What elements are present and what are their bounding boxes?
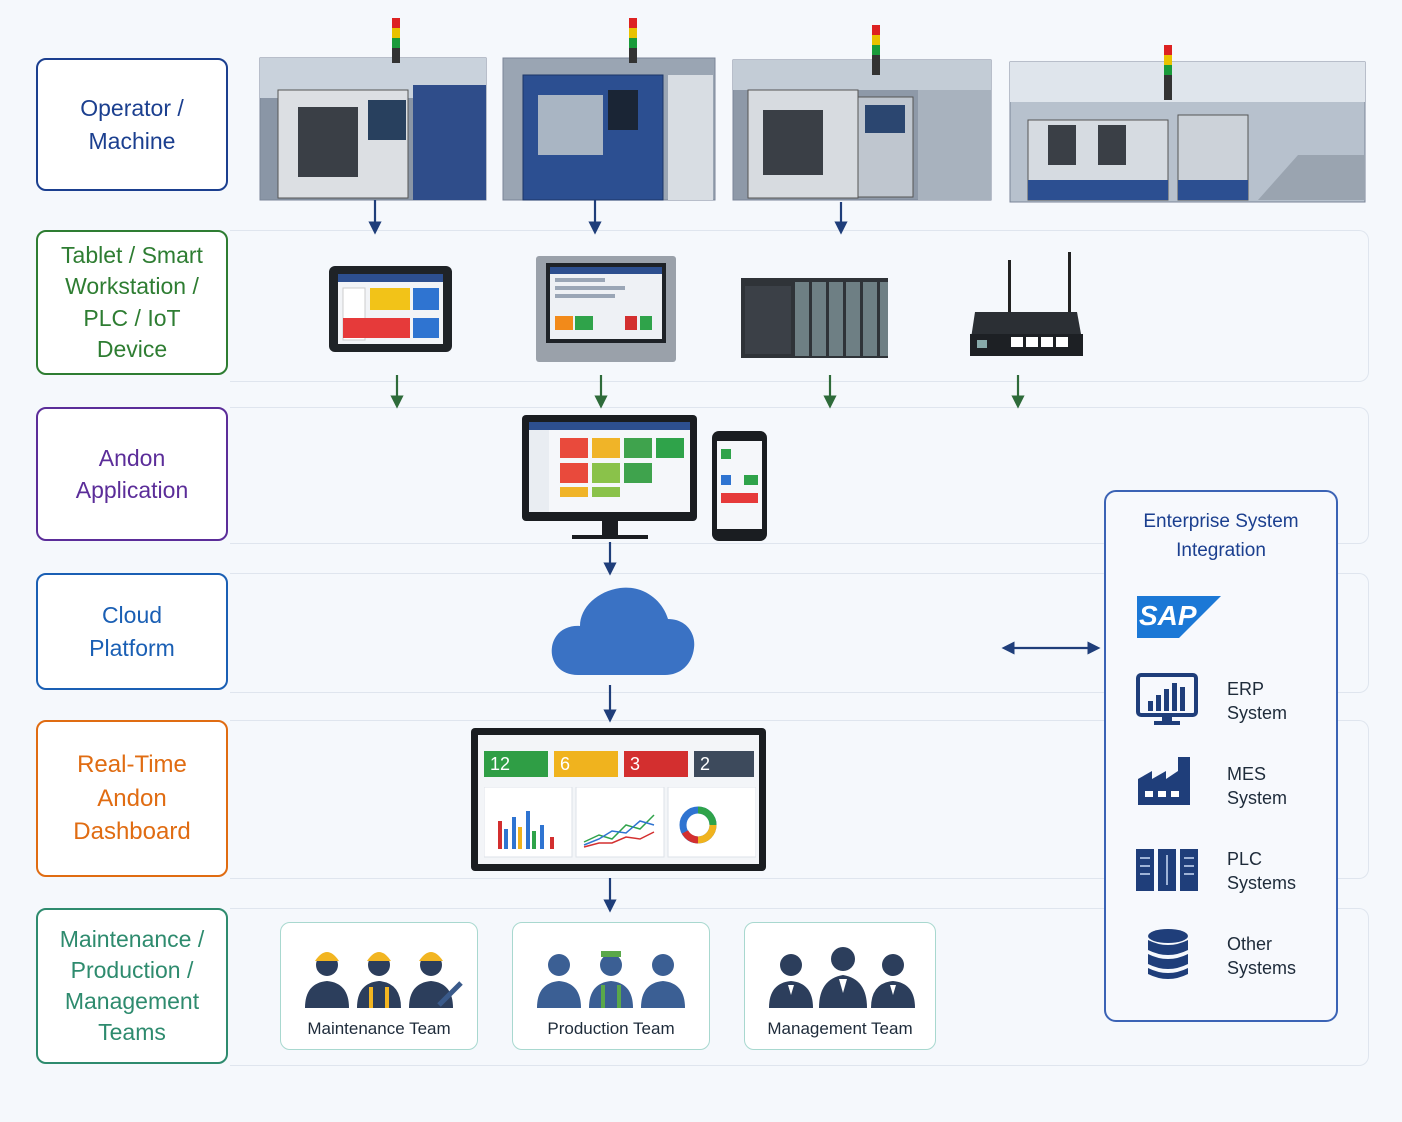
- plc-icon: [741, 278, 888, 358]
- label-line: Management: [64, 988, 200, 1014]
- label-line: Andon: [97, 784, 167, 812]
- app-row-band: [230, 407, 1369, 544]
- bar-chart-icon: [498, 811, 554, 849]
- sap-logo-shape: [1137, 596, 1221, 638]
- enterprise-title: Enterprise System Integration: [1104, 508, 1338, 565]
- server-rack-icon: [1136, 849, 1198, 891]
- dashboard-charts: [484, 787, 756, 858]
- cloud-icon: [551, 587, 695, 675]
- teams-row-band: [230, 908, 1369, 1066]
- cnc-machine-2: [502, 18, 716, 201]
- label-line: Cloud: [101, 602, 163, 629]
- cloud-row-band: [230, 573, 1369, 693]
- andon-dashboard-screen: 12 6 3 2: [471, 728, 766, 871]
- desktop-monitor-icon: [522, 415, 697, 539]
- item-line: MES: [1227, 764, 1267, 784]
- label-line: PLC / IoT: [83, 304, 181, 331]
- layer-label-operator: Operator / Machine: [36, 58, 228, 191]
- cnc-machine-4: [1009, 45, 1366, 203]
- label-line: Andon: [98, 444, 166, 471]
- label-line: Teams: [98, 1019, 166, 1046]
- title-line: Integration: [1176, 539, 1266, 561]
- label-line: Device: [96, 335, 168, 362]
- plc-systems-label: PLC Systems: [1227, 847, 1296, 896]
- label-line: Platform: [89, 634, 175, 661]
- label-line: Operator /: [80, 95, 184, 122]
- sap-logo-text: SAP: [1139, 600, 1197, 631]
- item-line: Systems: [1227, 958, 1297, 979]
- item-line: ERP: [1227, 679, 1265, 699]
- smart-workstation-icon: [536, 256, 676, 362]
- team-label: Maintenance Team: [307, 1019, 451, 1038]
- devices-row: [329, 252, 1083, 362]
- erp-monitor-icon: [1136, 673, 1198, 725]
- kpi-tile: 3: [624, 751, 688, 777]
- iot-gateway-icon: [970, 252, 1083, 356]
- title-line: Enterprise System: [1143, 511, 1299, 532]
- device-row-band: [230, 230, 1369, 382]
- item-line: System: [1227, 703, 1288, 724]
- factory-icon: [1138, 757, 1190, 805]
- donut-chart-icon: [679, 806, 717, 844]
- team-card-management: Management Team: [744, 922, 936, 1050]
- label-line: Machine: [88, 127, 176, 154]
- label-line: Dashboard: [73, 818, 191, 846]
- label-line: Production /: [70, 956, 194, 983]
- label-line: Tablet / Smart: [61, 242, 203, 269]
- kpi-tile: 6: [554, 751, 618, 777]
- item-line: System: [1227, 788, 1288, 809]
- label-line: Application: [75, 477, 189, 503]
- kpi-tile: 12: [484, 751, 548, 777]
- andon-app-devices: [522, 415, 767, 541]
- item-line: Other: [1227, 934, 1273, 954]
- production-workers-icon: [537, 951, 685, 1008]
- team-label: Production Team: [547, 1019, 675, 1038]
- label-line: Real-Time: [77, 751, 187, 779]
- maintenance-workers-icon: [305, 952, 463, 1008]
- line-chart-icon: [583, 814, 655, 848]
- management-people-icon: [769, 947, 915, 1008]
- cnc-machine-1: [259, 18, 487, 201]
- sap-logo: SAP: [1137, 596, 1221, 638]
- erp-system-label: ERP System: [1227, 677, 1287, 726]
- mes-system-label: MES System: [1227, 762, 1287, 811]
- database-icon: [1148, 929, 1188, 979]
- kpi-tile: 2: [694, 751, 754, 777]
- label-line: Workstation /: [65, 273, 199, 300]
- enterprise-integration-panel: [1104, 490, 1338, 1022]
- mobile-phone-icon: [712, 431, 767, 541]
- label-line: Maintenance /: [59, 925, 205, 952]
- cnc-machine-3: [732, 25, 992, 201]
- item-line: Systems: [1227, 873, 1297, 894]
- cnc-machines-row: [259, 18, 1366, 203]
- team-card-production: Production Team: [512, 922, 710, 1050]
- tablet-icon: [329, 266, 452, 352]
- dashboard-row-band: [230, 720, 1369, 879]
- team-label: Management Team: [767, 1019, 913, 1038]
- dashboard-display: 12 6 3 2: [478, 735, 759, 864]
- team-card-maintenance: Maintenance Team: [280, 922, 478, 1050]
- item-line: PLC: [1227, 849, 1263, 869]
